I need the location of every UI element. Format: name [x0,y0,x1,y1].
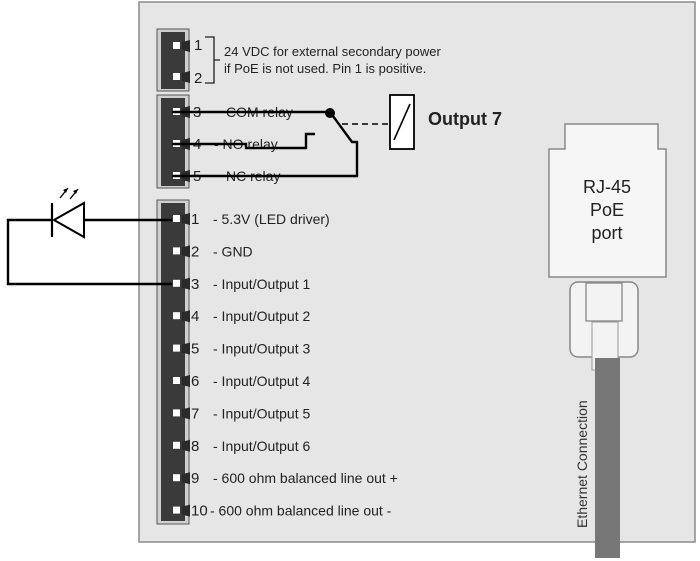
io-pin-8-number: 8 [191,438,199,455]
io-pin-6-label: - Input/Output 4 [213,373,310,389]
ethernet-cable-label: Ethernet Connection [574,400,590,528]
io-pin-hole [173,312,180,320]
io-connector [156,199,190,525]
io-pin-latch [182,213,190,225]
relay-connector [156,94,190,189]
io-pin-hole [173,409,180,417]
io-pin-9-label: - 600 ohm balanced line out + [213,470,398,486]
power-connector [156,28,190,92]
io-pin-hole [173,215,180,222]
io-pin-9-number: 9 [191,470,199,487]
relay-coil [389,94,415,150]
io-pin-hole [173,506,180,514]
io-pin-hole [173,344,180,352]
io-pin-10-number: 10 [191,503,208,520]
io-pin-8-label: - Input/Output 6 [213,438,310,454]
rj45-label-line2: PoE [590,200,624,220]
io-pin-1-label: - 5.3V (LED driver) [213,211,330,227]
io-pin-hole [173,247,180,255]
power-bracket [205,36,220,84]
io-pin-hole [173,279,180,287]
io-pin-latch [182,342,190,355]
io-pin-7-label: - Input/Output 5 [213,405,310,421]
io-pin-latch [182,245,190,258]
io-pin-5-number: 5 [191,341,199,358]
power-note-line1: 24 VDC for external secondary power [224,44,441,59]
io-pin-4-number: 4 [191,308,199,325]
rj45-port [548,123,667,278]
io-pin-2-number: 2 [191,243,199,260]
ethernet-cable [595,358,620,558]
power-pin-2-number: 2 [194,70,202,87]
ethernet-plug [569,281,639,371]
io-pin-latch [182,439,190,452]
rj45-label-line3: port [591,223,622,243]
relay-output-label: Output 7 [428,109,502,129]
rj45-label-line1: RJ-45 [583,177,631,197]
io-pin-latch [182,310,190,323]
io-pin-hole [173,377,180,384]
led-icon [50,187,85,239]
led-circuit [6,218,172,286]
io-pin-1-number: 1 [191,211,199,228]
io-pin-7-number: 7 [191,405,199,422]
io-pin-latch [182,472,190,485]
io-pin-latch [182,504,190,517]
power-note-line2: if PoE is not used. Pin 1 is positive. [224,61,426,76]
io-pin-latch [182,277,190,290]
power-pin-1-number: 1 [194,37,202,54]
io-pin-latch [182,375,190,387]
relay-switch [172,110,359,178]
io-pin-3-number: 3 [191,276,199,293]
io-pin-5-label: - Input/Output 3 [213,341,310,357]
io-pin-2-label: - GND [213,243,253,259]
io-pin-6-number: 6 [191,373,199,390]
io-pin-hole [173,474,180,482]
io-pin-4-label: - Input/Output 2 [213,308,310,324]
relay-com-junction [325,108,335,118]
io-pin-10-label: - 600 ohm balanced line out - [210,503,392,519]
io-pin-3-label: - Input/Output 1 [213,276,310,292]
io-pin-hole [173,441,180,449]
io-pin-latch [182,407,190,420]
